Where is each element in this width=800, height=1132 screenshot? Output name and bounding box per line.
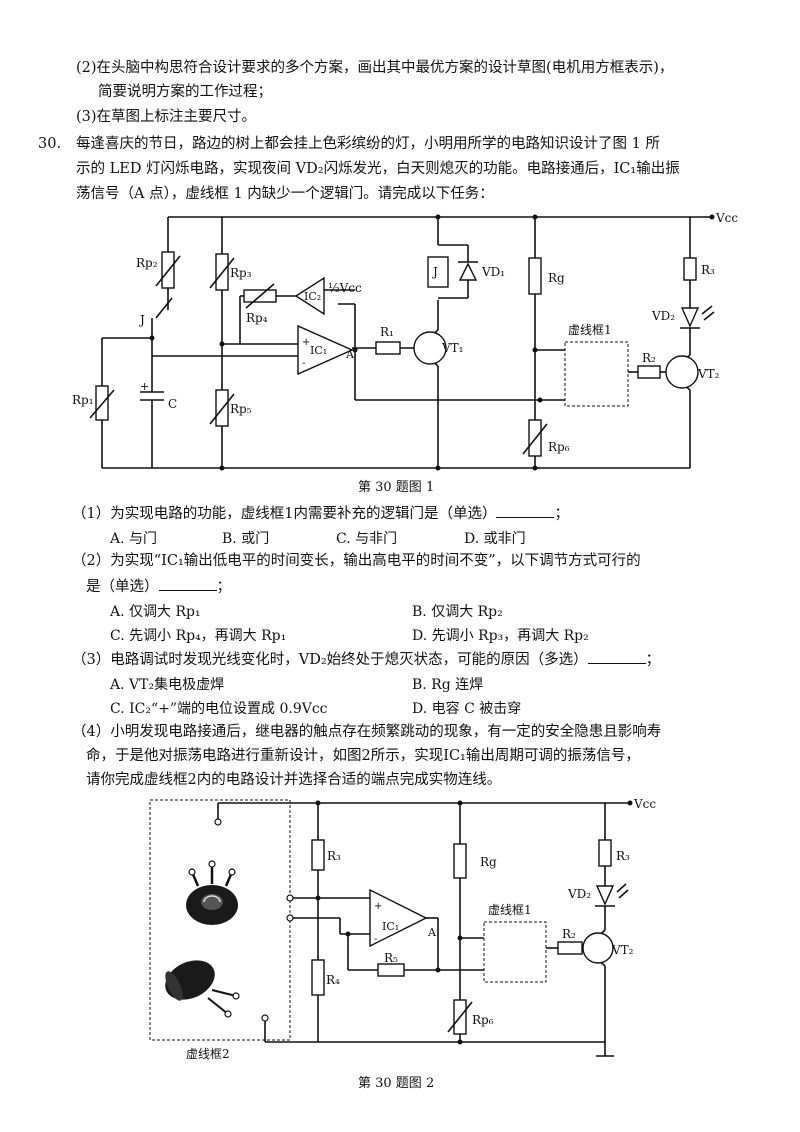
q3-option-a: A. VT₂集电极虚焊 — [110, 677, 225, 693]
fig1-rp6-label: Rp₆ — [548, 440, 570, 454]
fig1-rp3-label: Rp₃ — [230, 266, 252, 280]
capacitor-component[interactable] — [159, 953, 240, 1018]
fig1-ic1-label: IC₁ — [310, 344, 327, 357]
fig1-j-switch-label: J — [138, 313, 145, 327]
fig1-r3-label: R₃ — [701, 263, 715, 277]
q2-option-d: D. 先调小 Rp₃，再调大 Rp₂ — [412, 628, 589, 644]
q3-option-d: D. 电容 C 被击穿 — [412, 701, 522, 717]
previous-question-line-3: (3)在草图上标注主要尺寸。 — [76, 109, 257, 125]
question-stem-line-1: 每逢喜庆的节日，路边的树上都会挂上色彩缤纷的灯，小明用所学的电路知识设计了图 1… — [76, 136, 660, 152]
fig1-half-vcc-label: ½Vcc — [328, 281, 362, 295]
q1-text: （1）为实现电路的功能，虚线框1内需要补充的逻辑门是（单选）； — [72, 503, 569, 524]
fig2-ic1-label: IC₁ — [382, 920, 399, 933]
fig2-plus-sign: + — [374, 901, 382, 912]
question-number: 30. — [38, 136, 62, 152]
q2-option-a: A. 仅调大 Rp₁ — [110, 604, 201, 620]
fig2-r5-label: R₅ — [384, 951, 398, 965]
question-stem-line-2: 示的 LED 灯闪烁电路，实现夜间 VD₂闪烁发光，白天则熄灭的功能。电路接通后… — [76, 161, 680, 177]
fig2-rg-label: Rg — [480, 855, 497, 869]
fig1-vt2-label: VT₂ — [697, 367, 720, 381]
q3-text: （3）电路调试时发现光线变化时，VD₂始终处于熄灭状态，可能的原因（多选）； — [72, 649, 660, 670]
fig1-box1-label: 虚线框1 — [568, 323, 612, 337]
fig1-rg-label: Rg — [548, 271, 565, 285]
fig2-a-label: A — [427, 926, 437, 939]
fig1-r2-label: R₂ — [642, 351, 656, 365]
q2-text-1: （2）为实现“IC₁输出低电平的时间变长，输出高电平的时间不变”，以下调节方式可… — [72, 553, 641, 569]
q3-option-c: C. IC₂“+”端的电位设置成 0.9Vcc — [110, 701, 328, 717]
fig1-vd2-label: VD₂ — [651, 309, 675, 323]
fig1-a-label: A — [345, 348, 355, 361]
q1-option-a: A. 与门 — [110, 531, 158, 547]
terminal-minus-input[interactable] — [286, 914, 294, 922]
q2-option-b: B. 仅调大 Rp₂ — [412, 604, 503, 620]
fig1-r1-label: R₁ — [380, 325, 394, 339]
fig2-r2-label: R₂ — [562, 927, 576, 941]
figure-2-caption: 第 30 题图 2 — [358, 1076, 435, 1091]
fig2-rp6-label: Rp₆ — [472, 1013, 494, 1027]
terminal-top[interactable] — [214, 818, 222, 826]
question-stem-line-3: 荡信号（A 点），虚线框 1 内缺少一个逻辑门。请完成以下任务： — [76, 186, 494, 202]
fig1-rp4-label: Rp₄ — [246, 311, 268, 325]
fig2-r3b-label: R₃ — [616, 849, 630, 863]
fig1-vcc-label: Vcc — [715, 211, 738, 225]
fig2-vd2-label: VD₂ — [567, 887, 591, 901]
fig2-box1-label: 虚线框1 — [488, 903, 532, 917]
fig1-vt1-label: VT₁ — [441, 341, 463, 355]
q4-text-3: 请你完成虚线框2内的电路设计并选择合适的端点完成实物连线。 — [86, 772, 502, 788]
fig1-cap-plus: + — [140, 380, 149, 393]
q3-option-b: B. Rg 连焊 — [412, 677, 484, 693]
q2-text-2: 是（单选）； — [86, 576, 231, 597]
fig1-c-label: C — [168, 397, 177, 411]
fig2-vt2-label: VT₂ — [611, 943, 634, 957]
fig2-minus-sign: - — [374, 934, 377, 945]
fig2-vcc-label: Vcc — [633, 797, 656, 811]
terminal-plus-input[interactable] — [286, 894, 294, 902]
q1-option-d: D. 或非门 — [464, 531, 526, 547]
q1-option-c: C. 与非门 — [336, 531, 398, 547]
q4-text-2: 命，于是他对振荡电路进行重新设计，如图2所示，实现IC₁输出周期可调的振荡信号， — [86, 748, 640, 764]
fig1-vd1-label: VD₁ — [481, 265, 505, 279]
fig2-r4-label: R₄ — [326, 973, 340, 987]
fig1-j-coil-label: J — [431, 265, 438, 279]
fig1-rp1-label: Rp₁ — [72, 393, 94, 407]
previous-question-line-1: (2)在头脑中构思符合设计要求的多个方案，画出其中最优方案的设计草图(电机用方框… — [76, 60, 674, 76]
terminal-bottom[interactable] — [261, 1014, 269, 1022]
q4-text-1: （4）小明发现电路接通后，继电器的触点存在频繁跳动的现象，有一定的安全隐患且影响… — [72, 724, 662, 740]
previous-question-line-2: 简要说明方案的工作过程； — [98, 84, 272, 100]
fig1-ic2-label: IC₂ — [304, 290, 321, 303]
fig2-r3a-label: R₃ — [327, 849, 341, 863]
q1-option-b: B. 或门 — [222, 531, 270, 547]
fig2-box2-label: 虚线框2 — [186, 1047, 230, 1061]
q1-answer-blank[interactable] — [496, 503, 555, 518]
figure-1-caption: 第 30 题图 1 — [358, 480, 435, 495]
q2-option-c: C. 先调小 Rp₄，再调大 Rp₁ — [110, 628, 287, 644]
q2-answer-blank[interactable] — [158, 576, 217, 591]
fig1-rp5-label: Rp₅ — [230, 402, 252, 416]
fig1-plus-sign: + — [302, 337, 310, 348]
q3-answer-blank[interactable] — [587, 649, 646, 664]
fig1-minus-sign: - — [302, 358, 305, 369]
potentiometer-component[interactable] — [186, 860, 238, 925]
fig1-rp2-label: Rp₂ — [136, 256, 158, 270]
